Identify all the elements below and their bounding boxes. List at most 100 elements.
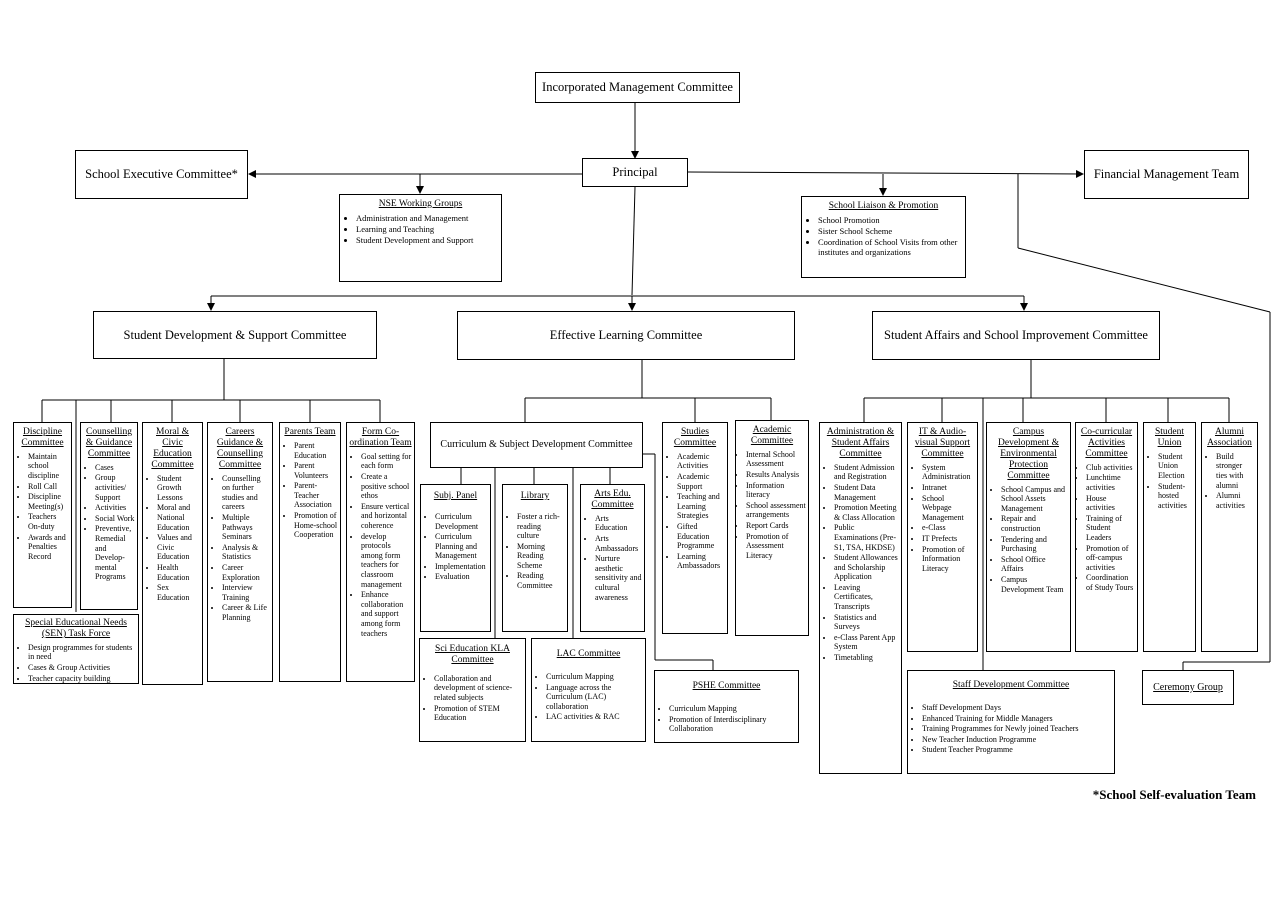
union-title: Student Union: [1154, 427, 1185, 448]
staff-item: Training Programmes for Newly joined Tea…: [922, 724, 1112, 734]
alumni-item: Build stronger ties with alumni: [1216, 452, 1255, 490]
studies-title: Studies Committee: [673, 427, 717, 448]
campus-item: Tendering and Purchasing: [1001, 535, 1068, 554]
moral-item: Student Growth Lessons: [157, 474, 200, 503]
discipline-item: Roll Call: [28, 482, 69, 492]
discipline-title: Discipline Committee: [21, 427, 64, 448]
curriculum-subject-development-box: Curriculum & Subject Development Committ…: [430, 422, 643, 468]
lac-title: LAC Committee: [556, 649, 621, 659]
union-item: Student-hosted activities: [1158, 482, 1193, 511]
moral-item: Sex Education: [157, 583, 200, 602]
slp-item: Coordination of School Visits from other…: [818, 237, 963, 257]
sdsc-label: Student Development & Support Committee: [123, 327, 347, 342]
parents-item: Promotion of Home-school Cooperation: [294, 511, 338, 540]
school-executive-committee-box: School Executive Committee*: [75, 150, 248, 199]
subj-item: Implementation: [435, 562, 488, 572]
school-liaison-promotion-box: School Liaison & Promotion School Promot…: [801, 196, 966, 278]
discipline-committee-box: Discipline Committee Maintain school dis…: [13, 422, 72, 608]
careers-guidance-committee-box: Careers Guidance & Counselling Committee…: [207, 422, 273, 682]
cca-item: Lunchtime activities: [1086, 473, 1135, 492]
nse-item: Learning and Teaching: [356, 224, 499, 234]
moral-item: Health Education: [157, 563, 200, 582]
alumni-title: Alumni Association: [1207, 427, 1252, 448]
counselling-item: Cases: [95, 463, 135, 473]
cca-title: Co-curricular Activities Committee: [1080, 427, 1133, 459]
form-coordination-team-box: Form Co-ordination Team Goal setting for…: [346, 422, 415, 682]
nse-item: Administration and Management: [356, 213, 499, 223]
studies-item: Learning Ambassadors: [677, 552, 725, 571]
careers-item: Career & Life Planning: [222, 603, 270, 622]
sen-item: Design programmes for students in need: [28, 643, 136, 662]
library-item: Reading Committee: [517, 571, 565, 590]
studies-item: Gifted Education Programme: [677, 522, 725, 551]
it-item: System Administration: [922, 463, 975, 482]
arts-item: Nurture aesthetic sensitivity and cultur…: [595, 554, 642, 602]
fmt-label: Financial Management Team: [1093, 167, 1240, 182]
admin-item: Student Admission and Registration: [834, 463, 899, 482]
campus-title: Campus Development & Environmental Prote…: [998, 427, 1059, 481]
it-item: Promotion of Information Literacy: [922, 545, 975, 574]
campus-development-committee-box: Campus Development & Environmental Prote…: [986, 422, 1071, 652]
sci-title: Sci Education KLA Committee: [435, 644, 510, 665]
pshe-item: Curriculum Mapping: [669, 704, 796, 714]
parents-item: Parent Volunteers: [294, 461, 338, 480]
lac-item: Language across the Curriculum (LAC) col…: [546, 683, 643, 712]
academic-item: School assessment arrangements: [746, 501, 806, 520]
pshe-item: Promotion of Interdisciplinary Collabora…: [669, 715, 796, 734]
studies-committee-box: Studies Committee Academic ActivitiesAca…: [662, 422, 728, 634]
sci-item: Promotion of STEM Education: [434, 704, 523, 723]
sec-label: School Executive Committee*: [85, 167, 238, 182]
form-item: Goal setting for each form: [361, 452, 412, 471]
parents-title: Parents Team: [284, 427, 336, 437]
library-box: Library Foster a rich-reading cultureMor…: [502, 484, 568, 632]
sen-title: Special Educational Needs (SEN) Task For…: [25, 618, 127, 639]
admin-item: Public Examinations (Pre-S1, TSA, HKDSE): [834, 523, 899, 552]
staff-development-committee-box: Staff Development Committee Staff Develo…: [907, 670, 1115, 774]
principal-label: Principal: [612, 165, 658, 180]
counselling-title: Counselling & Guidance Committee: [85, 427, 133, 459]
it-item: e-Class: [922, 523, 975, 533]
staff-title: Staff Development Committee: [952, 680, 1070, 690]
ceremony-label: Ceremony Group: [1153, 682, 1223, 693]
slp-title: School Liaison & Promotion: [828, 201, 939, 211]
student-union-box: Student Union Student Union ElectionStud…: [1143, 422, 1196, 652]
academic-item: Results Analysis: [746, 470, 806, 480]
moral-civic-education-committee-box: Moral & Civic Education Committee Studen…: [142, 422, 203, 685]
footnote: *School Self-evaluation Team: [1092, 787, 1256, 802]
ceremony-group-box: Ceremony Group: [1142, 670, 1234, 705]
pshe-committee-box: PSHE Committee Curriculum MappingPromoti…: [654, 670, 799, 743]
sen-item: Cases & Group Activities: [28, 663, 136, 673]
staff-item: Staff Development Days: [922, 703, 1112, 713]
financial-management-team-box: Financial Management Team: [1084, 150, 1249, 199]
form-title: Form Co-ordination Team: [349, 427, 412, 448]
effective-learning-committee-box: Effective Learning Committee: [457, 311, 795, 360]
studies-item: Teaching and Learning Strategies: [677, 492, 725, 521]
academic-item: Report Cards: [746, 521, 806, 531]
parents-item: Parent-Teacher Association: [294, 481, 338, 510]
elc-label: Effective Learning Committee: [549, 328, 703, 343]
subj-item: Curriculum Planning and Management: [435, 532, 488, 561]
lac-item: Curriculum Mapping: [546, 672, 643, 682]
it-item: IT Prefects: [922, 534, 975, 544]
student-affairs-school-improvement-box: Student Affairs and School Improvement C…: [872, 311, 1160, 360]
counselling-item: Social Work: [95, 514, 135, 524]
sci-education-kla-committee-box: Sci Education KLA Committee Collaboratio…: [419, 638, 526, 742]
subj-item: Evaluation: [435, 572, 488, 582]
academic-item: Internal School Assessment: [746, 450, 806, 469]
lac-committee-box: LAC Committee Curriculum MappingLanguage…: [531, 638, 646, 742]
academic-item: Promotion of Assessment Literacy: [746, 532, 806, 561]
academic-item: Information literacy: [746, 481, 806, 500]
sasic-label: Student Affairs and School Improvement C…: [884, 328, 1148, 343]
library-title: Library: [520, 491, 550, 501]
it-audio-visual-committee-box: IT & Audio-visual Support Committee Syst…: [907, 422, 978, 652]
arts-education-committee-box: Arts Edu. Committee Arts EducationArts A…: [580, 484, 645, 632]
campus-item: Repair and construction: [1001, 514, 1068, 533]
admin-item: Student Allowances and Scholarship Appli…: [834, 553, 899, 582]
cca-item: Coordination of Study Tours: [1086, 573, 1135, 592]
careers-title: Careers Guidance & Counselling Committee: [216, 427, 264, 470]
arts-item: Arts Education: [595, 514, 642, 533]
csdc-label: Curriculum & Subject Development Committ…: [440, 439, 633, 451]
union-item: Student Union Election: [1158, 452, 1193, 481]
pshe-title: PSHE Committee: [692, 681, 761, 691]
